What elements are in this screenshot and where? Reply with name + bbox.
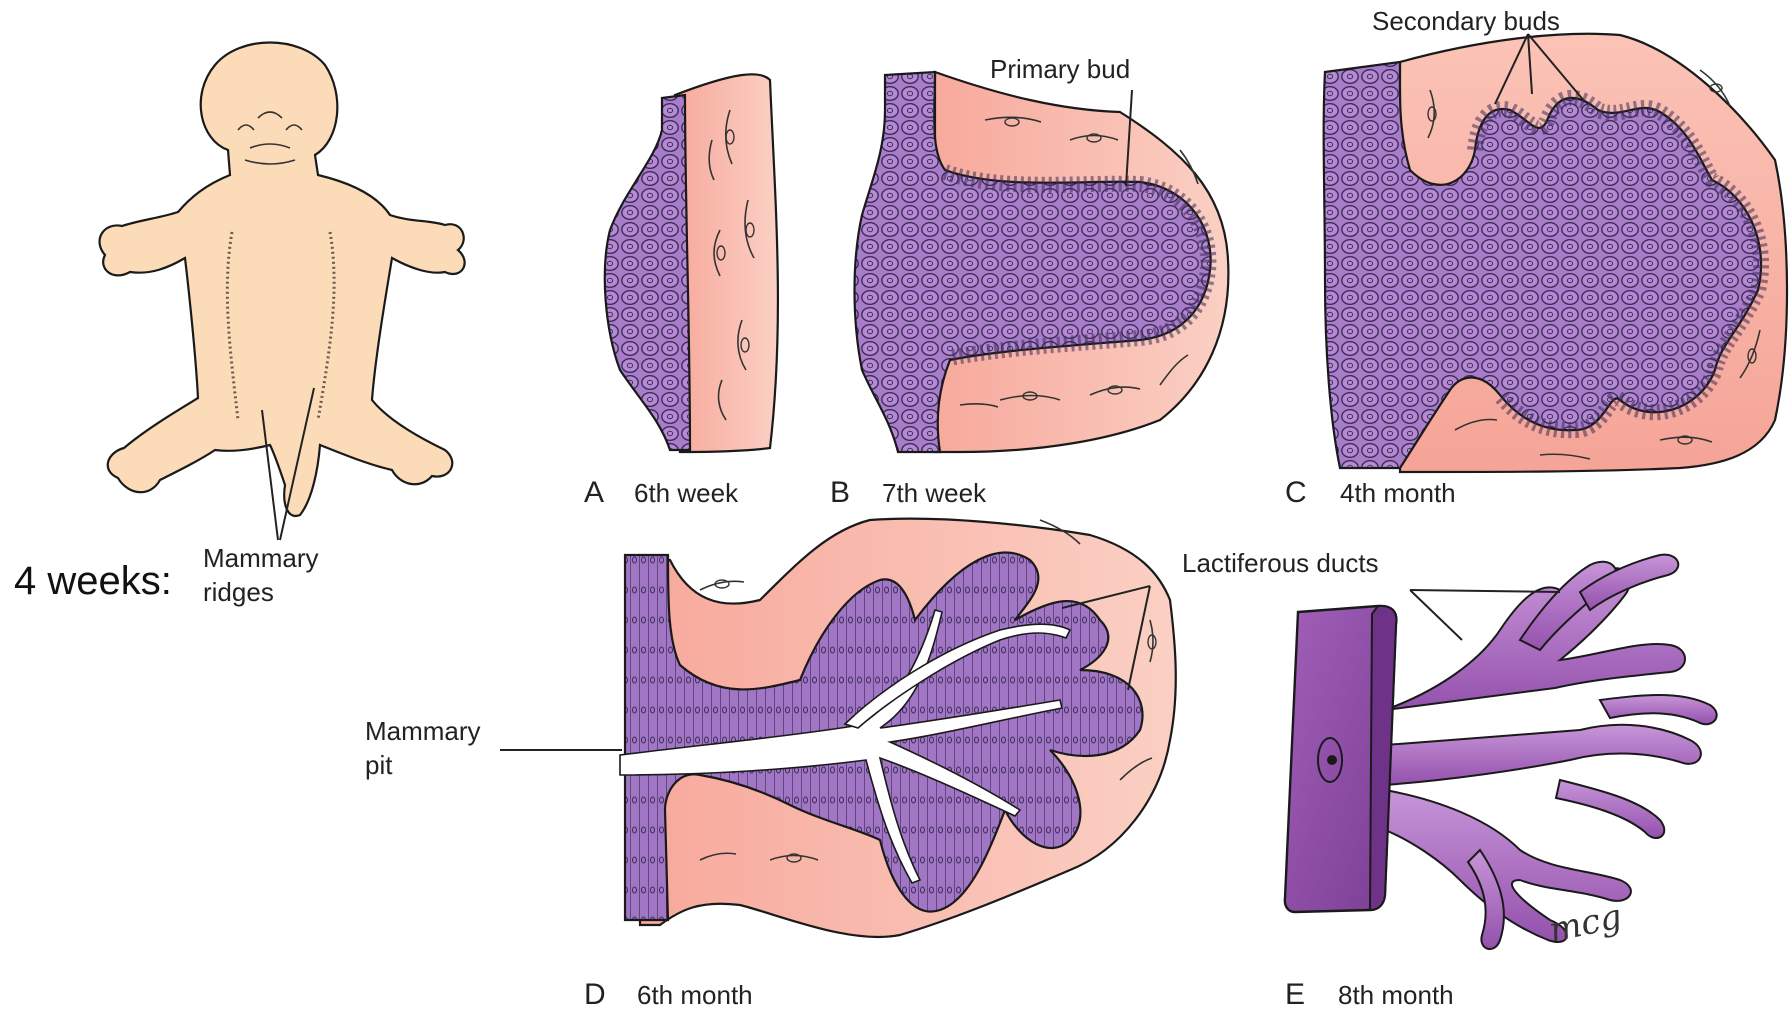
panel-b-illustration [855, 72, 1229, 452]
panel-e-stage: 8th month [1338, 980, 1454, 1010]
embryo-age-label: 4 weeks: [14, 559, 172, 603]
panel-d-letter: D [584, 978, 606, 1011]
lactiferous-ducts-label: Lactiferous ducts [1182, 548, 1379, 578]
mammary-pit-label-line2: pit [365, 750, 393, 780]
mammary-ridges-label-line2: ridges [203, 577, 274, 607]
panel-b-letter: B [830, 476, 850, 509]
panel-c-stage: 4th month [1340, 478, 1456, 508]
panel-a-illustration [605, 74, 778, 452]
illustrator-signature: mcg [1546, 896, 1626, 950]
panel-c-illustration [1324, 34, 1787, 472]
embryo-body [100, 43, 465, 516]
mammary-ridges-label-line1: Mammary [203, 543, 319, 573]
panel-b-stage: 7th week [882, 478, 987, 508]
panel-e-illustration: mcg [1285, 555, 1717, 951]
panel-a-stage: 6th week [634, 478, 739, 508]
panel-d-illustration [500, 519, 1176, 937]
panel-e-letter: E [1285, 978, 1305, 1011]
panel-a-letter: A [584, 476, 604, 509]
panel-d-stage: 6th month [637, 980, 753, 1010]
panel-c-letter: C [1285, 476, 1307, 509]
panel-a-epithelium [605, 95, 690, 450]
mammary-pit-label-line1: Mammary [365, 716, 481, 746]
secondary-buds-label: Secondary buds [1372, 6, 1560, 36]
embryo-figure [100, 43, 465, 541]
primary-bud-label: Primary bud [990, 54, 1130, 84]
